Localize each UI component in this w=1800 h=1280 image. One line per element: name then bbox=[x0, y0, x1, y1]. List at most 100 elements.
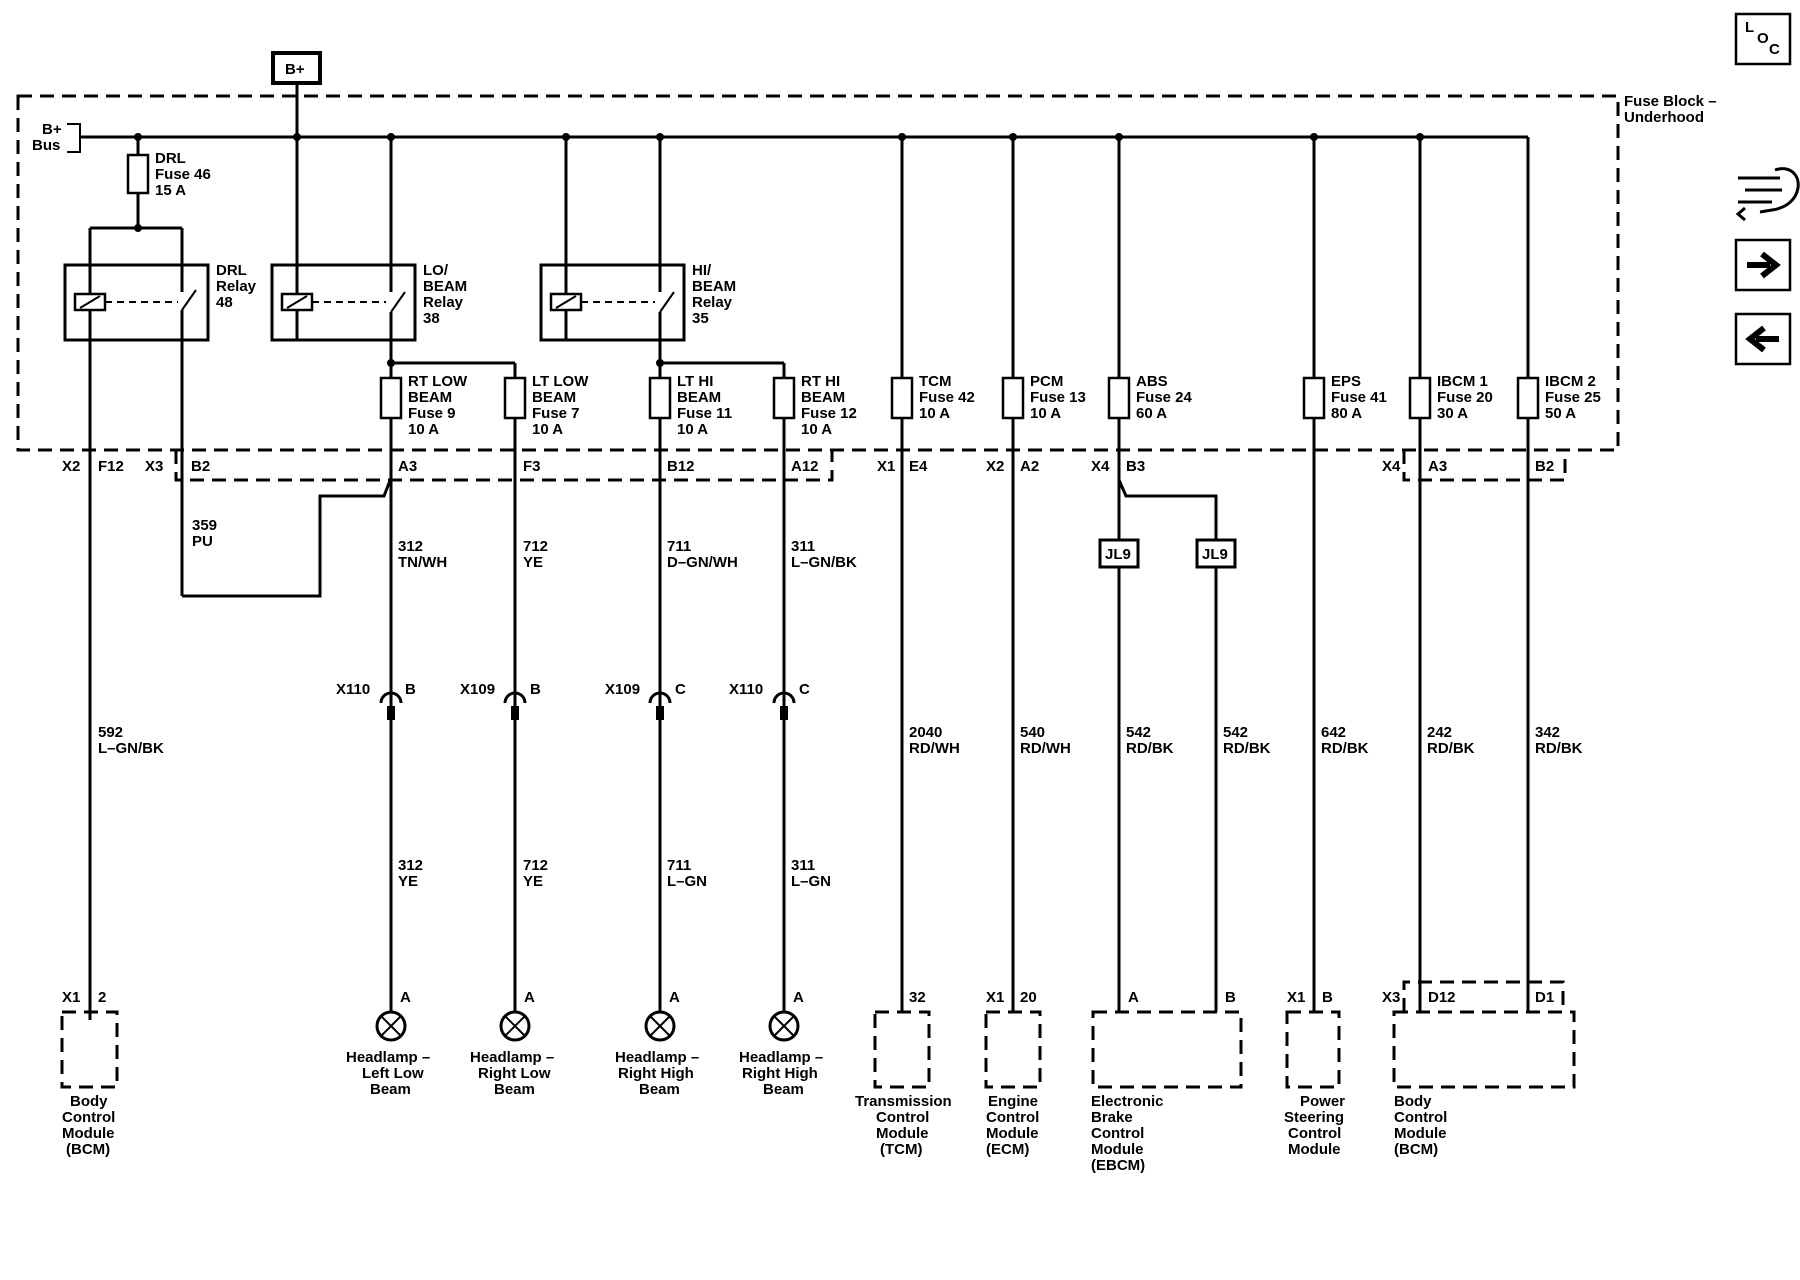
fuse-label: LT HI bbox=[677, 373, 713, 390]
module-tcm: 32 Transmission Control Module (TCM) bbox=[855, 989, 952, 1158]
svg-text:X110: X110 bbox=[729, 681, 763, 698]
svg-text:A: A bbox=[669, 989, 680, 1006]
connector-label: B12 bbox=[667, 458, 695, 475]
hi-beam-relay-label-2: BEAM bbox=[692, 278, 736, 295]
connector-label: F12 bbox=[98, 458, 124, 475]
bus-label-2: Bus bbox=[32, 137, 60, 154]
hi-beam-relay-label-4: 35 bbox=[692, 310, 709, 327]
fuse-label: 60 A bbox=[1136, 405, 1167, 422]
fuse-label: TCM bbox=[919, 373, 952, 390]
fuse-label: 10 A bbox=[677, 421, 708, 438]
lo-beam-relay-label-3: Relay bbox=[423, 294, 464, 311]
svg-text:Headlamp –: Headlamp – bbox=[470, 1049, 554, 1066]
loc-icon[interactable]: L O C bbox=[1734, 12, 1792, 66]
svg-text:311: 311 bbox=[791, 538, 815, 555]
svg-text:X1: X1 bbox=[1287, 989, 1305, 1006]
fuse-rt-low-beam bbox=[379, 376, 403, 420]
svg-text:Engine: Engine bbox=[988, 1093, 1038, 1110]
svg-text:Right High: Right High bbox=[742, 1065, 818, 1082]
svg-text:(EBCM): (EBCM) bbox=[1091, 1157, 1145, 1174]
connector-label: X3 bbox=[145, 458, 163, 475]
drl-relay-switch bbox=[181, 289, 197, 311]
connector-label: F3 bbox=[523, 458, 541, 475]
svg-text:Control: Control bbox=[1091, 1125, 1144, 1142]
fuse-label: RT LOW bbox=[408, 373, 468, 390]
fuse-columns bbox=[389, 137, 1530, 1012]
svg-text:X109: X109 bbox=[460, 681, 495, 698]
hi-beam-relay-label-1: HI/ bbox=[692, 262, 712, 279]
connector-label: A3 bbox=[1428, 458, 1447, 475]
fuse-label: BEAM bbox=[801, 389, 845, 406]
svg-text:L–GN/BK: L–GN/BK bbox=[98, 740, 164, 757]
wire-labels-lower: 312 YE 712 YE 711 L–GN 311 L–GN bbox=[398, 857, 831, 890]
svg-text:X110: X110 bbox=[336, 681, 370, 698]
svg-text:A: A bbox=[400, 989, 411, 1006]
svg-text:542: 542 bbox=[1223, 724, 1248, 741]
splice-label: JL9 bbox=[1105, 546, 1131, 563]
svg-text:Control: Control bbox=[1288, 1125, 1341, 1142]
fuse-label: ABS bbox=[1136, 373, 1168, 390]
svg-text:RD/BK: RD/BK bbox=[1126, 740, 1174, 757]
module-power-steering: X1 B Power Steering Control Module bbox=[1284, 989, 1345, 1158]
lo-beam-relay-switch bbox=[390, 291, 406, 313]
svg-text:712: 712 bbox=[523, 857, 548, 874]
fuse-label: Fuse 24 bbox=[1136, 389, 1193, 406]
svg-text:Module: Module bbox=[1288, 1141, 1341, 1158]
back-arrow-icon[interactable] bbox=[1734, 312, 1792, 366]
svg-text:A: A bbox=[1128, 989, 1139, 1006]
drl-relay-label-3: 48 bbox=[216, 294, 233, 311]
svg-text:Transmission: Transmission bbox=[855, 1093, 952, 1110]
component-locator-icon[interactable] bbox=[1735, 167, 1800, 222]
svg-text:Body: Body bbox=[70, 1093, 108, 1110]
connector-label: A3 bbox=[398, 458, 417, 475]
lo-beam-relay-label-2: BEAM bbox=[423, 278, 467, 295]
fuse-label: BEAM bbox=[677, 389, 721, 406]
svg-text:L–GN/BK: L–GN/BK bbox=[791, 554, 857, 571]
svg-text:YE: YE bbox=[523, 873, 543, 890]
splice-jl9-left bbox=[1098, 538, 1140, 569]
loc-letter-o: O bbox=[1757, 30, 1769, 47]
fuse-label: BEAM bbox=[408, 389, 452, 406]
svg-text:YE: YE bbox=[523, 554, 543, 571]
svg-text:C: C bbox=[799, 681, 810, 698]
fuse-block-outline bbox=[16, 94, 1620, 452]
connector-label: B2 bbox=[1535, 458, 1554, 475]
svg-text:Module: Module bbox=[1394, 1125, 1447, 1142]
svg-text:A: A bbox=[524, 989, 535, 1006]
connector-label: B2 bbox=[191, 458, 210, 475]
svg-text:D1: D1 bbox=[1535, 989, 1554, 1006]
fuse-eps bbox=[1302, 376, 1326, 420]
svg-text:Module: Module bbox=[62, 1125, 115, 1142]
svg-text:B: B bbox=[405, 681, 416, 698]
svg-text:312: 312 bbox=[398, 857, 423, 874]
module-ebcm: A B Electronic Brake Control Module (EBC… bbox=[1091, 989, 1243, 1174]
fuse-label: Fuse 13 bbox=[1030, 389, 1086, 406]
svg-text:Right Low: Right Low bbox=[478, 1065, 551, 1082]
fuse-lt-hi-beam bbox=[648, 376, 672, 420]
fuse-label: 80 A bbox=[1331, 405, 1362, 422]
inline-connectors: X110 B X109 B X109 C X110 C bbox=[336, 681, 810, 720]
fuse-label: Fuse 42 bbox=[919, 389, 975, 406]
connector-label: B3 bbox=[1126, 458, 1145, 475]
svg-text:C: C bbox=[675, 681, 686, 698]
svg-text:(BCM): (BCM) bbox=[1394, 1141, 1438, 1158]
fuse-label: Fuse 7 bbox=[532, 405, 580, 422]
svg-text:642: 642 bbox=[1321, 724, 1346, 741]
svg-text:TN/WH: TN/WH bbox=[398, 554, 447, 571]
drl-fuse-label-3: 15 A bbox=[155, 182, 186, 199]
svg-text:Body: Body bbox=[1394, 1093, 1432, 1110]
fuse-label: EPS bbox=[1331, 373, 1361, 390]
fuse-label: 10 A bbox=[1030, 405, 1061, 422]
svg-text:342: 342 bbox=[1535, 724, 1560, 741]
forward-arrow-icon[interactable] bbox=[1734, 238, 1792, 292]
svg-text:Control: Control bbox=[1394, 1109, 1447, 1126]
splice-jl9-right bbox=[1195, 538, 1237, 569]
wire-labels-middle: 592 L–GN/BK 2040 RD/WH 540 RD/WH 542 RD/… bbox=[98, 724, 1583, 757]
svg-text:Left Low: Left Low bbox=[362, 1065, 424, 1082]
svg-text:Control: Control bbox=[986, 1109, 1039, 1126]
connector-x3-outline bbox=[174, 450, 834, 482]
svg-text:RD/WH: RD/WH bbox=[909, 740, 960, 757]
connector-label: X2 bbox=[62, 458, 80, 475]
svg-text:Module: Module bbox=[876, 1125, 929, 1142]
loc-letter-l: L bbox=[1745, 19, 1754, 36]
